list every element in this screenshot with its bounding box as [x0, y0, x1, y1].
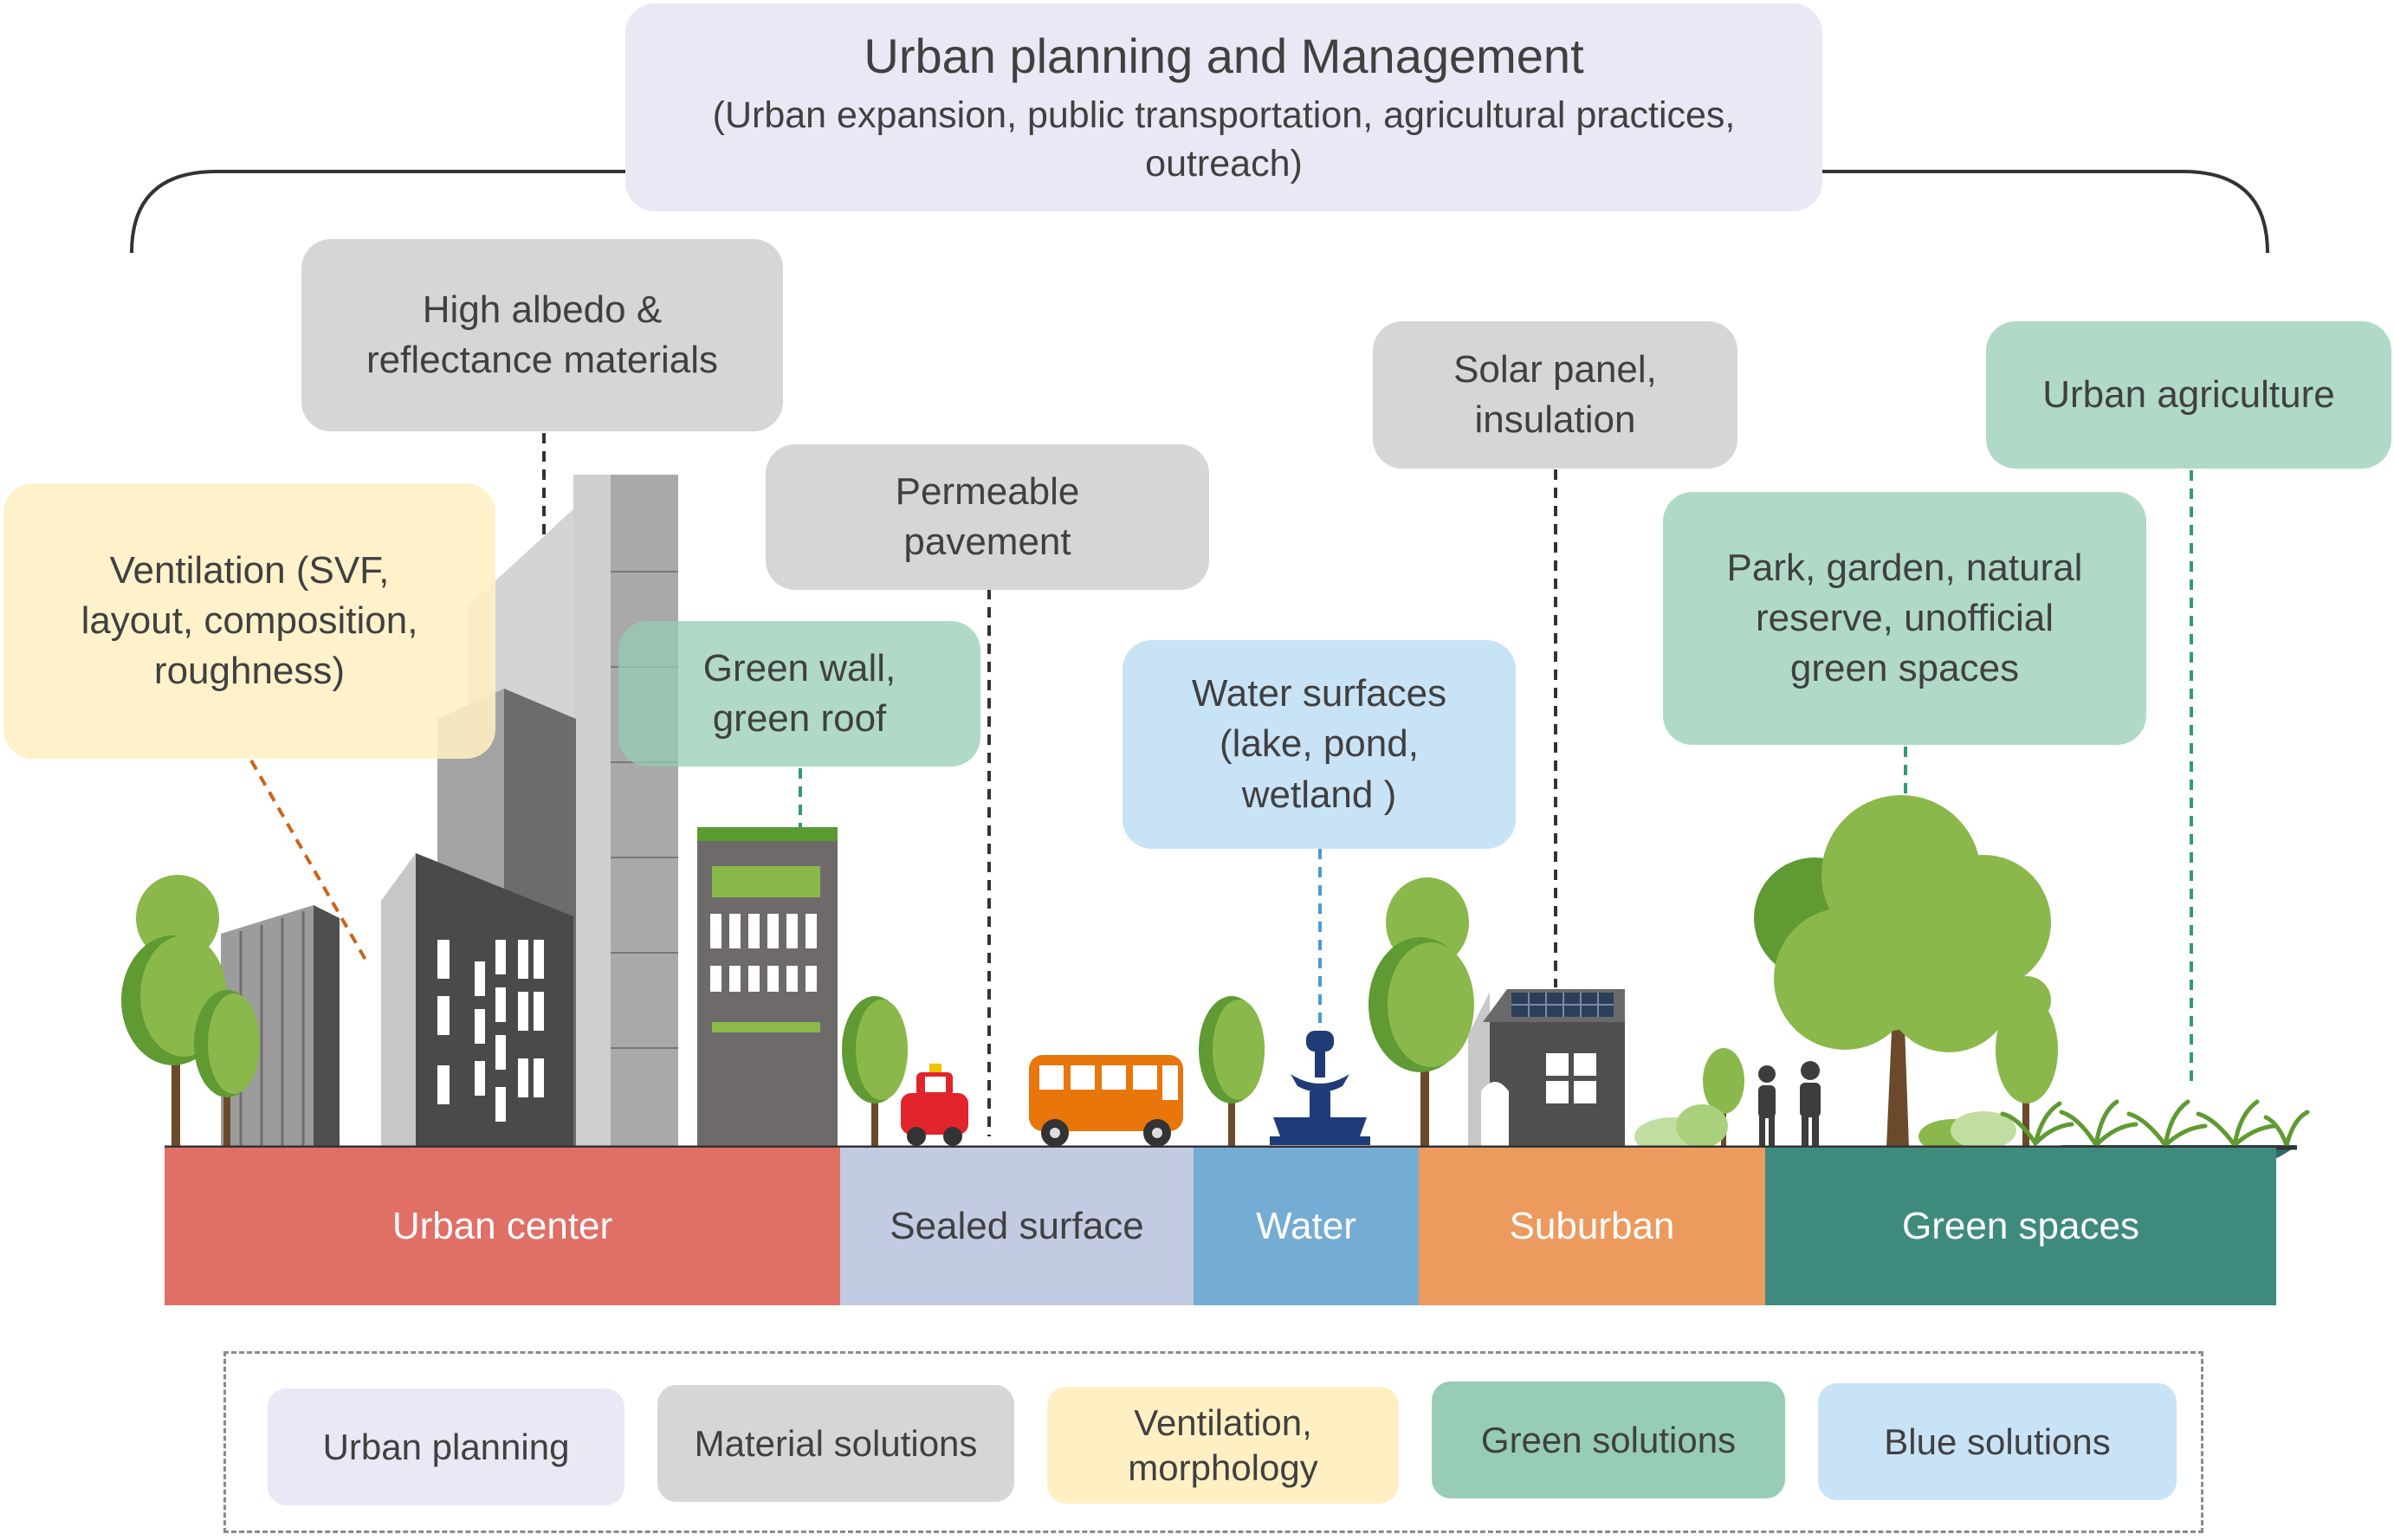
tree-water-right [1368, 877, 1474, 1148]
leader-ventilation [249, 760, 367, 961]
tree-water-left [1199, 996, 1265, 1148]
legend-ventilation-morphology: Ventilation, morphology [1047, 1387, 1399, 1504]
albedo-callout: High albedo & reflectance materials [301, 239, 783, 431]
zone-water: Water [1194, 1148, 1419, 1305]
legend-material-solutions: Material solutions [657, 1385, 1014, 1502]
tree-urban-left [121, 875, 260, 1148]
water-surfaces-callout: Water surfaces (lake, pond, wetland ) [1123, 640, 1516, 849]
large-park-tree [1754, 795, 2051, 1148]
zone-urban-center: Urban center [165, 1148, 840, 1305]
tree-sealed [842, 996, 908, 1148]
legend-green-solutions: Green solutions [1432, 1381, 1785, 1498]
solar-panel-callout: Solar panel, insulation [1373, 321, 1737, 469]
people [1758, 1061, 1821, 1148]
urban-planning-subtitle: (Urban expansion, public transportation,… [712, 94, 1736, 184]
urban-agriculture-callout: Urban agriculture [1986, 321, 2391, 469]
urban-planning-title: Urban planning and Management [864, 28, 1584, 83]
legend-urban-planning: Urban planning [268, 1388, 624, 1505]
solar-house [1468, 989, 1625, 1148]
tree-green-right [1996, 996, 2058, 1148]
zone-green-spaces: Green spaces [1765, 1148, 2276, 1305]
crop-plants [2000, 1099, 2310, 1148]
legend-blue-solutions: Blue solutions [1818, 1383, 2177, 1500]
legend: Urban planning Material solutions Ventil… [223, 1351, 2203, 1533]
permeable-pavement-callout: Permeable pavement [766, 444, 1209, 590]
taxi [901, 1064, 968, 1146]
bus [1029, 1055, 1183, 1147]
park-garden-callout: Park, garden, natural reserve, unofficia… [1663, 492, 2146, 745]
urban-planning-box: Urban planning and Management (Urban exp… [625, 3, 1822, 211]
fountain [1270, 1031, 1370, 1145]
zone-suburban: Suburban [1419, 1148, 1765, 1305]
segmented-tower [611, 475, 678, 1148]
green-wall-callout: Green wall, green roof [618, 621, 980, 767]
ventilation-callout: Ventilation (SVF, layout, composition, r… [3, 483, 495, 759]
green-roof-building [697, 827, 838, 1148]
zone-sealed-surface: Sealed surface [840, 1148, 1194, 1305]
dark-office-building [381, 853, 573, 1148]
